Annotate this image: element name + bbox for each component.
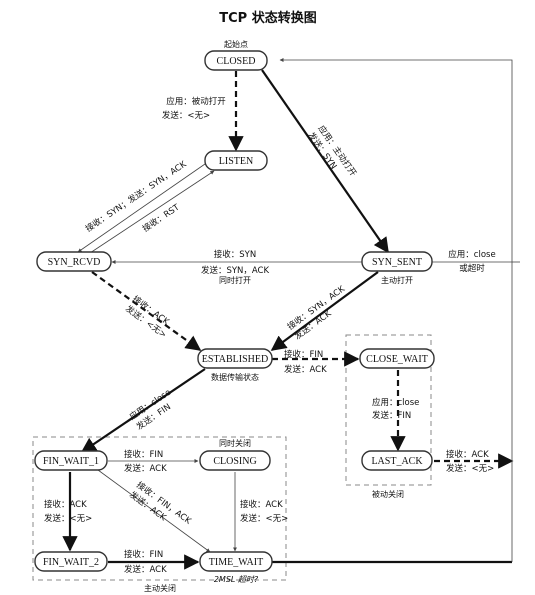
label-closewait-lastack-2: 发送：FIN: [372, 410, 411, 421]
note-simultaneous-close: 同时关闭: [219, 438, 251, 448]
svg-text:CLOSE_WAIT: CLOSE_WAIT: [366, 354, 428, 365]
state-closing: CLOSING: [199, 450, 271, 471]
label-closed-listen-1: 应用：被动打开: [166, 96, 226, 107]
label-synrcvd-established: 接收：ACK 发送：<无>: [123, 294, 171, 341]
svg-text:接收：SYN；发送：SYN，ACK: 接收：SYN；发送：SYN，ACK: [84, 159, 189, 235]
edge-synsent-closed: [279, 58, 513, 263]
label-synrcvd-listen: 接收：RST: [141, 201, 183, 234]
state-closed: CLOSED: [204, 50, 268, 71]
svg-text:LISTEN: LISTEN: [219, 156, 253, 167]
label-finwait2-timewait-2: 发送：ACK: [124, 564, 167, 575]
svg-text:CLOSING: CLOSING: [213, 456, 256, 467]
label-finwait1-closing-2: 发送：ACK: [124, 463, 167, 474]
label-est-closewait-1: 接收：FIN: [284, 349, 323, 360]
svg-text:SYN_RCVD: SYN_RCVD: [48, 257, 101, 268]
note-active-close: 主动关闭: [144, 583, 176, 593]
note-active-open: 主动打开: [381, 275, 413, 285]
state-syn-rcvd: SYN_RCVD: [36, 251, 112, 272]
note-start: 起始点: [224, 39, 248, 49]
svg-text:FIN_WAIT_1: FIN_WAIT_1: [43, 456, 99, 467]
label-finwait1-finwait2-1: 接收：ACK: [44, 499, 87, 510]
state-syn-sent: SYN_SENT: [361, 251, 433, 272]
active-close-box: [32, 436, 287, 581]
note-simultaneous-open: 同时打开: [219, 275, 251, 285]
edge-finwait1-timewait: [97, 469, 211, 553]
edge-listen-synrcvd: [77, 163, 206, 253]
edge-synrcvd-listen: [89, 170, 215, 254]
state-established: ESTABLISHED: [197, 348, 273, 369]
svg-text:ESTABLISHED: ESTABLISHED: [202, 354, 268, 365]
edge-synsent-established: [270, 271, 379, 351]
edge-established-finwait1: [80, 368, 206, 453]
label-lastack-closed-2: 发送：<无>: [446, 463, 494, 474]
note-2msl-timeout: 2MSL 超时?: [214, 575, 259, 584]
note-data-transfer: 数据传输状态: [211, 372, 259, 382]
note-passive-close: 被动关闭: [372, 489, 404, 499]
state-close-wait: CLOSE_WAIT: [359, 348, 435, 369]
label-synsent-synrcvd-1: 接收：SYN: [214, 249, 256, 260]
label-listen-synrcvd: 接收：SYN；发送：SYN，ACK: [84, 159, 189, 235]
state-time-wait: TIME_WAIT: [199, 551, 273, 572]
svg-text:TIME_WAIT: TIME_WAIT: [209, 557, 263, 568]
label-closing-timewait-1: 接收：ACK: [240, 499, 283, 510]
label-finwait2-timewait-1: 接收：FIN: [124, 549, 163, 560]
label-closed-synsent: 应用：主动打开 发送：SYN: [306, 123, 359, 178]
state-fin-wait-1: FIN_WAIT_1: [34, 450, 108, 471]
label-lastack-closed-1: 接收：ACK: [446, 449, 489, 460]
edge-synrcvd-established: [91, 271, 202, 351]
label-closed-listen-2: 发送：<无>: [162, 110, 210, 121]
svg-text:SYN_SENT: SYN_SENT: [372, 257, 422, 268]
diagram-title: TCP 状态转换图: [219, 10, 316, 26]
state-last-ack: LAST_ACK: [361, 450, 433, 471]
state-fin-wait-2: FIN_WAIT_2: [34, 551, 108, 572]
svg-text:LAST_ACK: LAST_ACK: [371, 456, 423, 467]
svg-text:CLOSED: CLOSED: [217, 56, 256, 67]
svg-text:FIN_WAIT_2: FIN_WAIT_2: [43, 557, 99, 568]
state-listen: LISTEN: [204, 150, 268, 171]
label-synsent-closed-1: 应用：close: [448, 249, 495, 260]
label-finwait1-closing-1: 接收：FIN: [124, 449, 163, 460]
label-synsent-synrcvd-2: 发送：SYN，ACK: [201, 265, 270, 276]
label-est-finwait1: 应用：close 发送：FIN: [128, 387, 173, 433]
label-est-closewait-2: 发送：ACK: [284, 364, 327, 375]
label-finwait1-finwait2-2: 发送：<无>: [44, 513, 92, 524]
edge-closed-synsent: [261, 69, 389, 254]
label-finwait1-timewait: 接收：FIN，ACK 发送：ACK: [127, 480, 193, 527]
label-synsent-established: 接收：SYN，ACK 发送：ACK: [285, 283, 347, 342]
svg-text:接收：RST: 接收：RST: [141, 201, 183, 234]
label-synsent-closed-2: 或超时: [459, 263, 485, 274]
label-closing-timewait-2: 发送：<无>: [240, 513, 288, 524]
label-closewait-lastack-1: 应用：close: [372, 397, 419, 408]
